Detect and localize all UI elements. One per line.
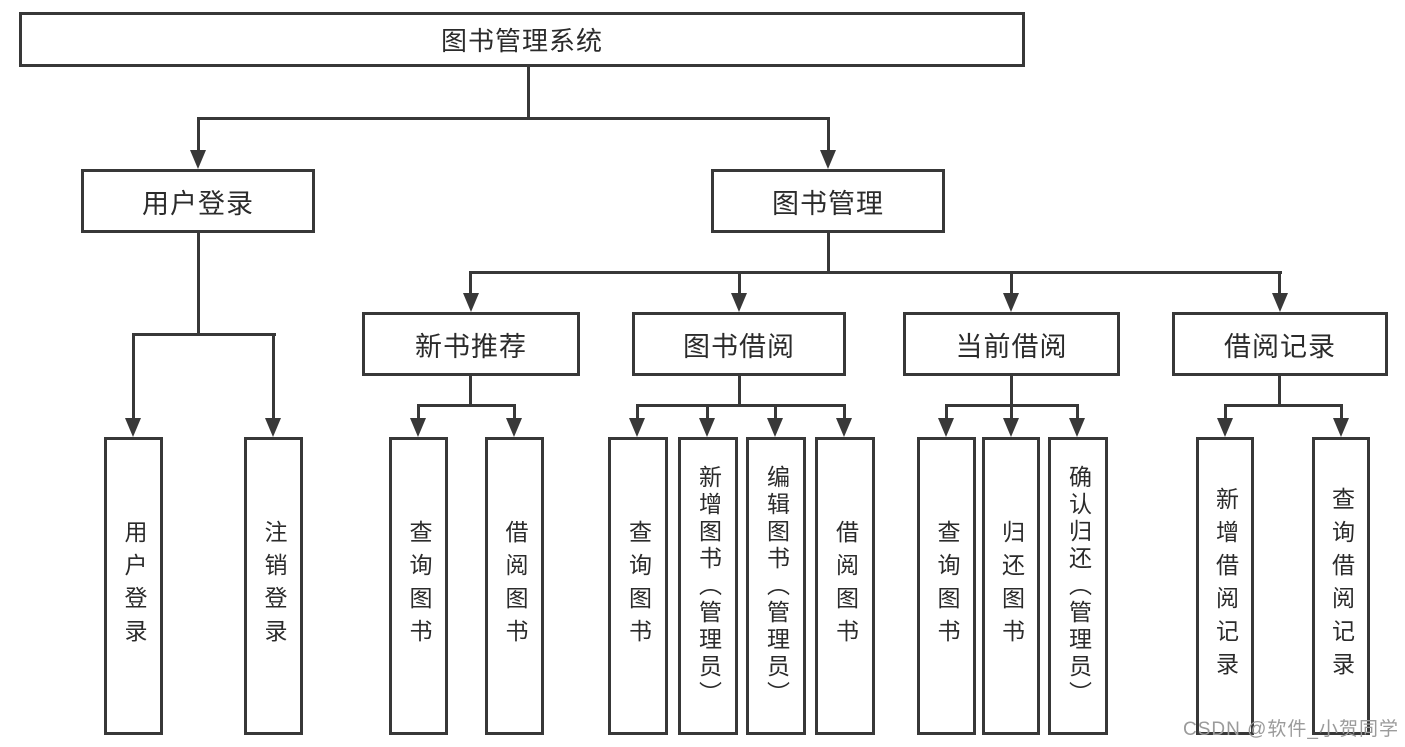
arrow-down-icon (836, 418, 852, 437)
edge-line (1278, 375, 1281, 406)
leaf-add-book-admin: 新增图书（管理员） (678, 437, 738, 735)
arrow-down-icon (506, 418, 522, 437)
edge-line (469, 271, 1282, 274)
arrow-down-icon (1217, 418, 1233, 437)
node-new-book-recommend: 新书推荐 (362, 312, 580, 376)
node-book-borrow: 图书借阅 (632, 312, 846, 376)
edge-line (945, 404, 948, 419)
edge-line (272, 333, 275, 419)
leaf-query-books-current: 查询图书 (917, 437, 976, 735)
arrow-down-icon (767, 418, 783, 437)
leaf-confirm-return-admin: 确认归还（管理员） (1048, 437, 1108, 735)
node-current-borrow: 当前借阅 (903, 312, 1120, 376)
leaf-edit-book-admin: 编辑图书（管理员） (746, 437, 806, 735)
edge-line (197, 232, 200, 335)
leaf-user-login: 用户登录 (104, 437, 163, 735)
edge-line (1010, 375, 1013, 406)
edge-line (1010, 271, 1013, 295)
edge-line (1278, 271, 1281, 295)
edge-line (132, 333, 276, 336)
arrow-down-icon (1333, 418, 1349, 437)
leaf-return-books: 归还图书 (982, 437, 1040, 735)
arrow-down-icon (265, 418, 281, 437)
edge-line (1010, 404, 1013, 419)
leaf-logout: 注销登录 (244, 437, 303, 735)
edge-line (1224, 404, 1343, 407)
leaf-query-books-borrow: 查询图书 (608, 437, 668, 735)
edge-line (132, 333, 135, 419)
edge-line (827, 232, 830, 274)
edge-line (738, 375, 741, 406)
arrow-down-icon (1003, 293, 1019, 312)
edge-line (706, 404, 709, 419)
edge-line (417, 404, 420, 419)
arrow-down-icon (410, 418, 426, 437)
arrow-down-icon (1272, 293, 1288, 312)
edge-line (1224, 404, 1227, 419)
node-user-login: 用户登录 (81, 169, 315, 233)
edge-line (469, 375, 472, 406)
arrow-down-icon (820, 150, 836, 169)
csdn-watermark: CSDN @软件_小贺同学 (1183, 719, 1399, 740)
edge-line (197, 117, 830, 120)
leaf-query-books-recommend: 查询图书 (389, 437, 448, 735)
edge-line (1076, 404, 1079, 419)
leaf-add-borrow-record: 新增借阅记录 (1196, 437, 1254, 735)
arrow-down-icon (125, 418, 141, 437)
edge-line (469, 271, 472, 295)
leaf-query-borrow-record: 查询借阅记录 (1312, 437, 1370, 735)
node-root-system: 图书管理系统 (19, 12, 1025, 67)
edge-line (636, 404, 846, 407)
edge-line (1340, 404, 1343, 419)
edge-line (827, 117, 830, 152)
arrow-down-icon (1003, 418, 1019, 437)
arrow-down-icon (629, 418, 645, 437)
arrow-down-icon (731, 293, 747, 312)
edge-line (527, 67, 530, 118)
node-borrow-records: 借阅记录 (1172, 312, 1388, 376)
arrow-down-icon (938, 418, 954, 437)
leaf-borrow-books-recommend: 借阅图书 (485, 437, 544, 735)
arrow-down-icon (1069, 418, 1085, 437)
edge-line (636, 404, 639, 419)
arrow-down-icon (699, 418, 715, 437)
node-book-management: 图书管理 (711, 169, 945, 233)
edge-line (738, 271, 741, 295)
leaf-borrow-books: 借阅图书 (815, 437, 875, 735)
edge-line (774, 404, 777, 419)
edge-line (843, 404, 846, 419)
arrow-down-icon (190, 150, 206, 169)
edge-line (417, 404, 516, 407)
edge-line (197, 117, 200, 152)
arrow-down-icon (463, 293, 479, 312)
edge-line (513, 404, 516, 419)
